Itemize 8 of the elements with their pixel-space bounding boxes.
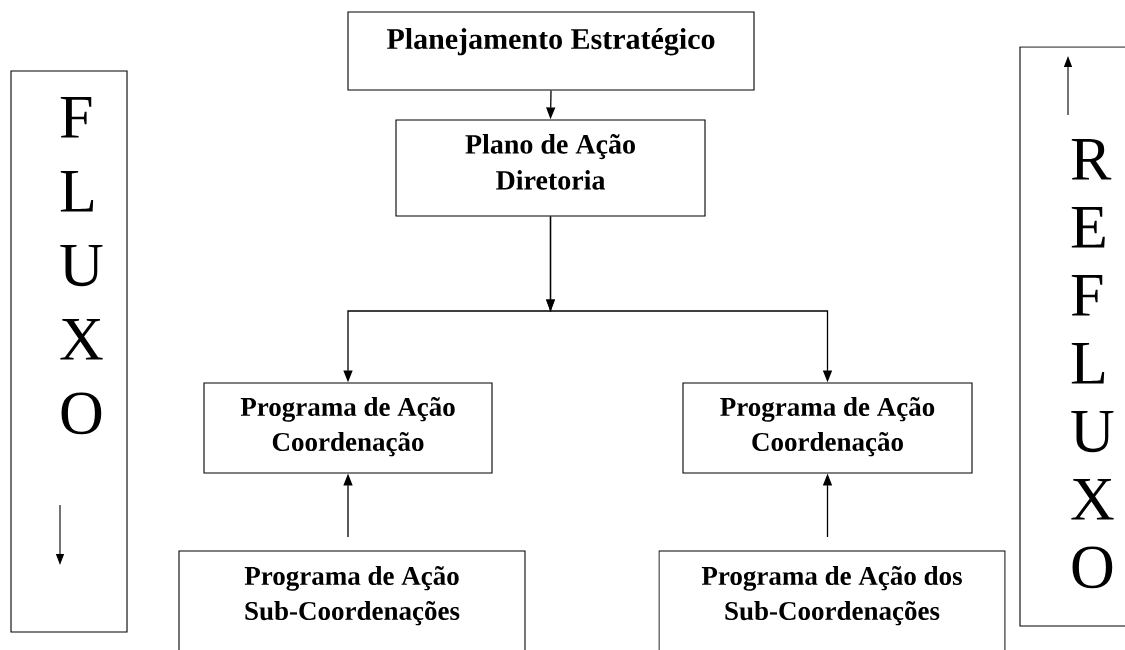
process-box: Plano de Ação Diretoria (395, 119, 706, 217)
process-box: Programa de Ação Coordenação (682, 382, 973, 474)
process-box: Programa de Ação dos Sub-Coordenações (658, 550, 1006, 650)
process-box: Planejamento Estratégico (347, 11, 755, 91)
vertical-text-box: R E F L U X O (1019, 46, 1125, 627)
vertical-text-box: F L U X O (10, 70, 128, 633)
process-box: Programa de Ação Coordenação (203, 382, 493, 474)
process-box: Programa de Ação Sub-Coordenações (178, 550, 526, 650)
